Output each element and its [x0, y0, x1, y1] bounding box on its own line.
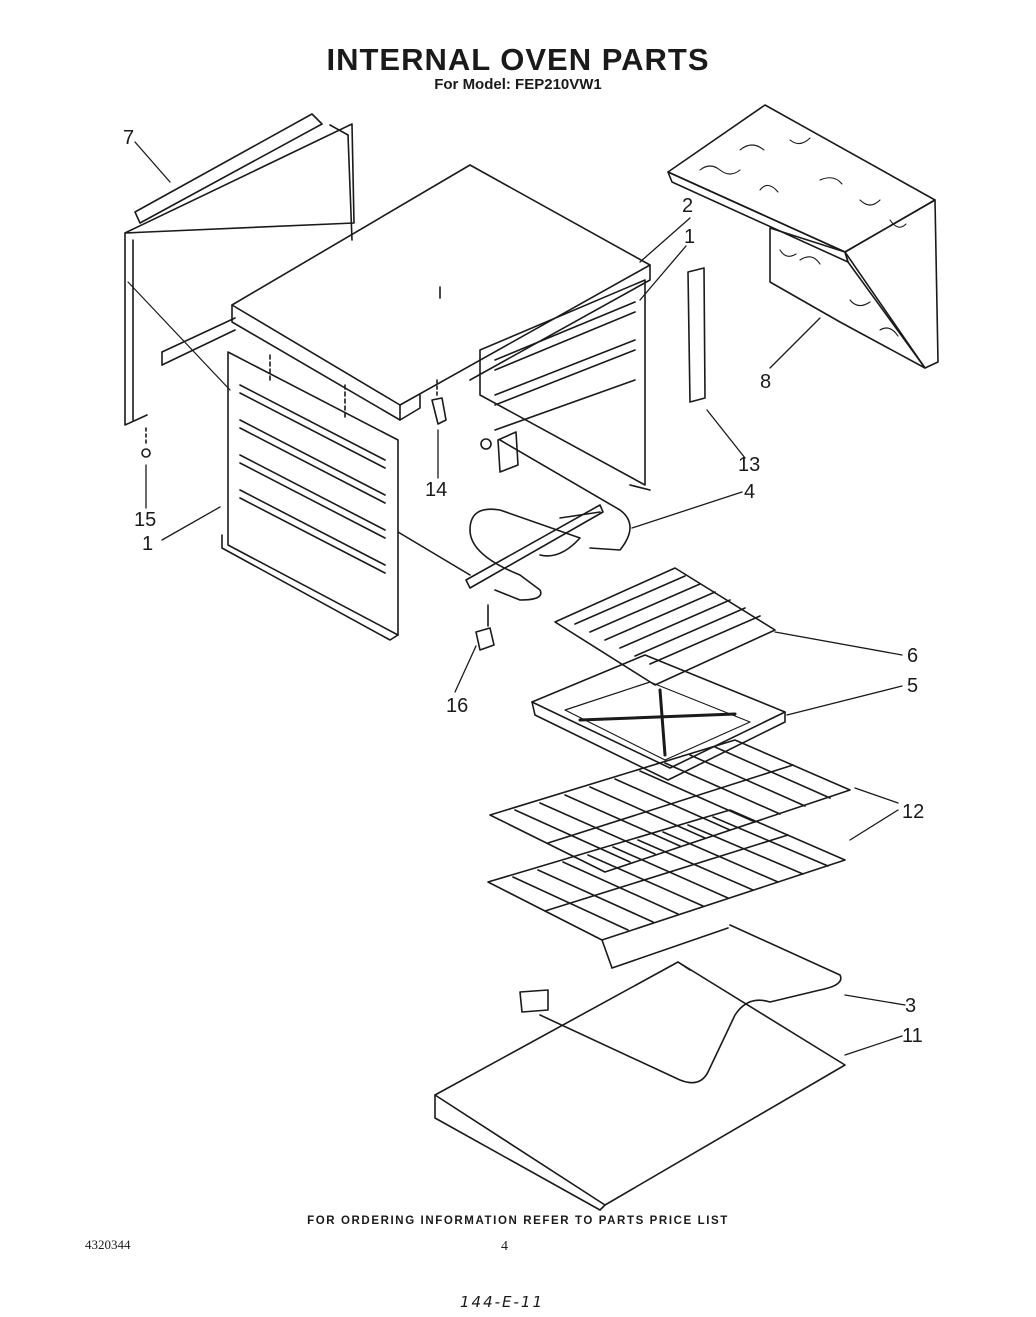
- part-7-rear-panel: [124, 113, 355, 426]
- part-12-oven-rack-upper: [489, 739, 851, 873]
- part-14-clip: [431, 379, 447, 425]
- part-11-bottom-panel: [434, 961, 846, 1211]
- part-4-broil-element: [397, 431, 631, 601]
- callout-13: 13: [738, 454, 760, 476]
- callout-11: 11: [902, 1025, 923, 1047]
- callout-14: 14: [425, 479, 447, 501]
- part-1-right-side-panel: [479, 279, 651, 491]
- ordering-information-note: FOR ORDERING INFORMATION REFER TO PARTS …: [307, 1215, 729, 1227]
- page-title: INTERNAL OVEN PARTS: [326, 42, 710, 77]
- part-3-bake-element: [519, 924, 842, 1084]
- part-1-left-side-panel: [221, 351, 399, 641]
- callout-1-lower: 1: [142, 533, 153, 555]
- part-2-oven-top: [231, 164, 651, 421]
- callout-7: 7: [123, 127, 134, 149]
- part-13-vertical-strip: [687, 267, 706, 403]
- part-6-broiler-grid: [554, 567, 776, 686]
- callout-2: 2: [682, 195, 693, 217]
- callout-6: 6: [907, 645, 918, 667]
- callout-8: 8: [760, 371, 771, 393]
- callout-15: 15: [134, 509, 156, 531]
- handwritten-code: 144-E-11: [460, 1293, 545, 1311]
- part-16-element-clip: [475, 604, 495, 651]
- callout-12: 12: [902, 801, 924, 823]
- part-15-screw: [141, 427, 151, 458]
- model-subtitle: For Model: FEP210VW1: [434, 76, 602, 93]
- page-number: 4: [501, 1239, 508, 1254]
- document-number: 4320344: [85, 1237, 131, 1252]
- callout-3: 3: [905, 995, 916, 1017]
- leader-lines: [134, 141, 906, 1056]
- callout-1-upper: 1: [684, 226, 695, 248]
- part-12-oven-rack-lower: [487, 809, 846, 969]
- callout-4: 4: [744, 481, 755, 503]
- callout-16: 16: [446, 695, 468, 717]
- callout-5: 5: [907, 675, 918, 697]
- part-5-broiler-pan: [531, 654, 786, 781]
- part-8-insulation: [667, 104, 939, 369]
